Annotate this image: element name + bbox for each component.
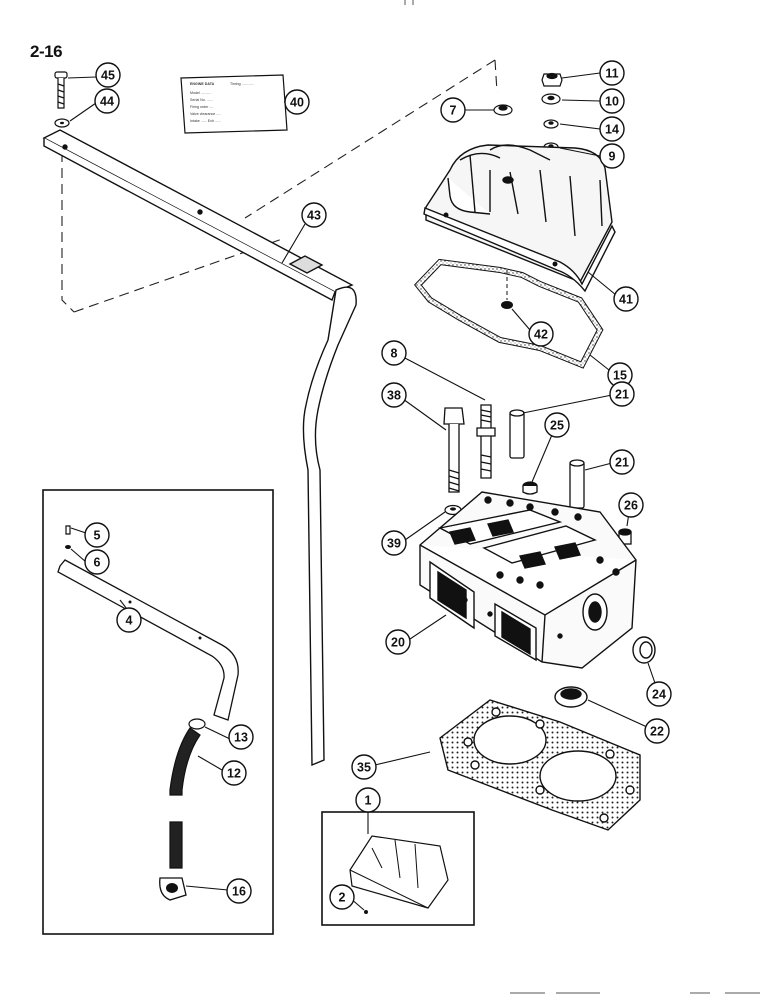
callout-balloons: 45 44 40 11 10 7 14 9 43 41 42 15 8 21 3…	[84, 60, 672, 910]
callout-9: 9	[599, 143, 625, 169]
callout-12: 12	[221, 760, 247, 786]
callout-20: 20	[385, 629, 411, 655]
svg-text:39: 39	[387, 537, 401, 551]
svg-text:7: 7	[450, 104, 457, 118]
svg-text:21: 21	[615, 388, 629, 402]
svg-text:6: 6	[94, 556, 101, 570]
washer-44	[54, 118, 70, 128]
decal-line: Serial No. ......	[190, 98, 213, 102]
bolt-38	[443, 407, 465, 493]
callout-6: 6	[84, 549, 110, 575]
svg-text:26: 26	[624, 499, 638, 513]
callout-39: 39	[381, 530, 407, 556]
callout-7: 7	[440, 97, 466, 123]
callout-35: 35	[351, 754, 377, 780]
callout-5: 5	[84, 522, 110, 548]
callout-38: 38	[381, 382, 407, 408]
svg-text:45: 45	[101, 69, 115, 83]
svg-text:5: 5	[94, 529, 101, 543]
svg-text:1: 1	[365, 794, 372, 808]
plug-26	[618, 528, 632, 545]
seal-24	[632, 636, 656, 664]
callout-2: 2	[329, 884, 355, 910]
svg-text:11: 11	[605, 67, 618, 81]
decal-line: Intake ...... Exh ......	[190, 119, 221, 123]
cover-gasket	[414, 258, 604, 369]
svg-text:22: 22	[650, 725, 664, 739]
callout-4: 4	[116, 607, 142, 633]
svg-text:12: 12	[227, 767, 241, 781]
scan-marks	[404, 0, 760, 994]
svg-text:38: 38	[387, 389, 401, 403]
decal-line: Timing ............	[230, 82, 254, 86]
callout-22: 22	[644, 718, 670, 744]
cylinder-head	[419, 491, 637, 669]
callout-25: 25	[544, 412, 570, 438]
breather-inset	[42, 489, 274, 935]
head-gasket	[439, 699, 641, 831]
callout-45: 45	[95, 62, 121, 88]
decal-line: Model ..........	[190, 91, 211, 95]
decal-heading: ENGINE DATA	[190, 82, 215, 86]
decal-line: Firing order ....	[190, 105, 213, 109]
callout-24: 24	[646, 681, 672, 707]
callout-21b: 21	[609, 449, 635, 475]
svg-text:44: 44	[100, 95, 114, 109]
washer-39	[444, 504, 462, 516]
svg-text:16: 16	[232, 885, 246, 899]
phantom-outline	[61, 59, 498, 313]
svg-text:21: 21	[615, 456, 629, 470]
svg-text:25: 25	[550, 419, 564, 433]
cover-inset	[321, 811, 475, 926]
cover-hardware	[493, 72, 563, 152]
callout-43: 43	[301, 202, 327, 228]
svg-text:40: 40	[290, 96, 304, 110]
svg-text:4: 4	[126, 614, 133, 628]
screw-45	[54, 71, 68, 109]
breather-rod	[42, 129, 357, 767]
svg-text:13: 13	[234, 731, 248, 745]
callout-21: 21	[609, 381, 635, 407]
callout-26: 26	[618, 492, 644, 518]
svg-text:35: 35	[357, 761, 371, 775]
svg-text:15: 15	[613, 369, 627, 383]
callout-1: 1	[355, 787, 381, 813]
svg-text:20: 20	[391, 636, 405, 650]
callout-16: 16	[226, 878, 252, 904]
cap-25	[522, 481, 538, 495]
callout-14: 14	[599, 116, 625, 142]
svg-text:8: 8	[391, 347, 398, 361]
sleeve-21a	[509, 409, 525, 459]
callout-41: 41	[613, 286, 639, 312]
svg-text:2: 2	[339, 891, 346, 905]
page-number: 2-16	[30, 42, 63, 61]
sleeve-21b	[569, 459, 585, 509]
svg-text:9: 9	[609, 150, 616, 164]
callout-10: 10	[599, 88, 625, 114]
engine-decal: ENGINE DATA Model .......... Serial No. …	[180, 74, 288, 134]
svg-text:10: 10	[605, 95, 619, 109]
callout-40: 40	[284, 89, 310, 115]
grommet-42	[501, 270, 513, 309]
svg-text:42: 42	[534, 328, 548, 342]
svg-text:14: 14	[605, 123, 619, 137]
callout-13: 13	[228, 724, 254, 750]
leader-lines	[67, 72, 657, 911]
callout-11: 11	[599, 60, 625, 86]
callout-44: 44	[94, 88, 120, 114]
svg-text:41: 41	[619, 293, 633, 307]
svg-text:24: 24	[652, 688, 666, 702]
decal-line: Valve clearance .....	[190, 112, 221, 116]
stud-8	[476, 404, 496, 479]
callout-8: 8	[381, 340, 407, 366]
callout-42: 42	[528, 321, 554, 347]
ring-22	[554, 686, 588, 708]
valve-cover	[423, 144, 616, 293]
svg-text:43: 43	[307, 209, 321, 223]
